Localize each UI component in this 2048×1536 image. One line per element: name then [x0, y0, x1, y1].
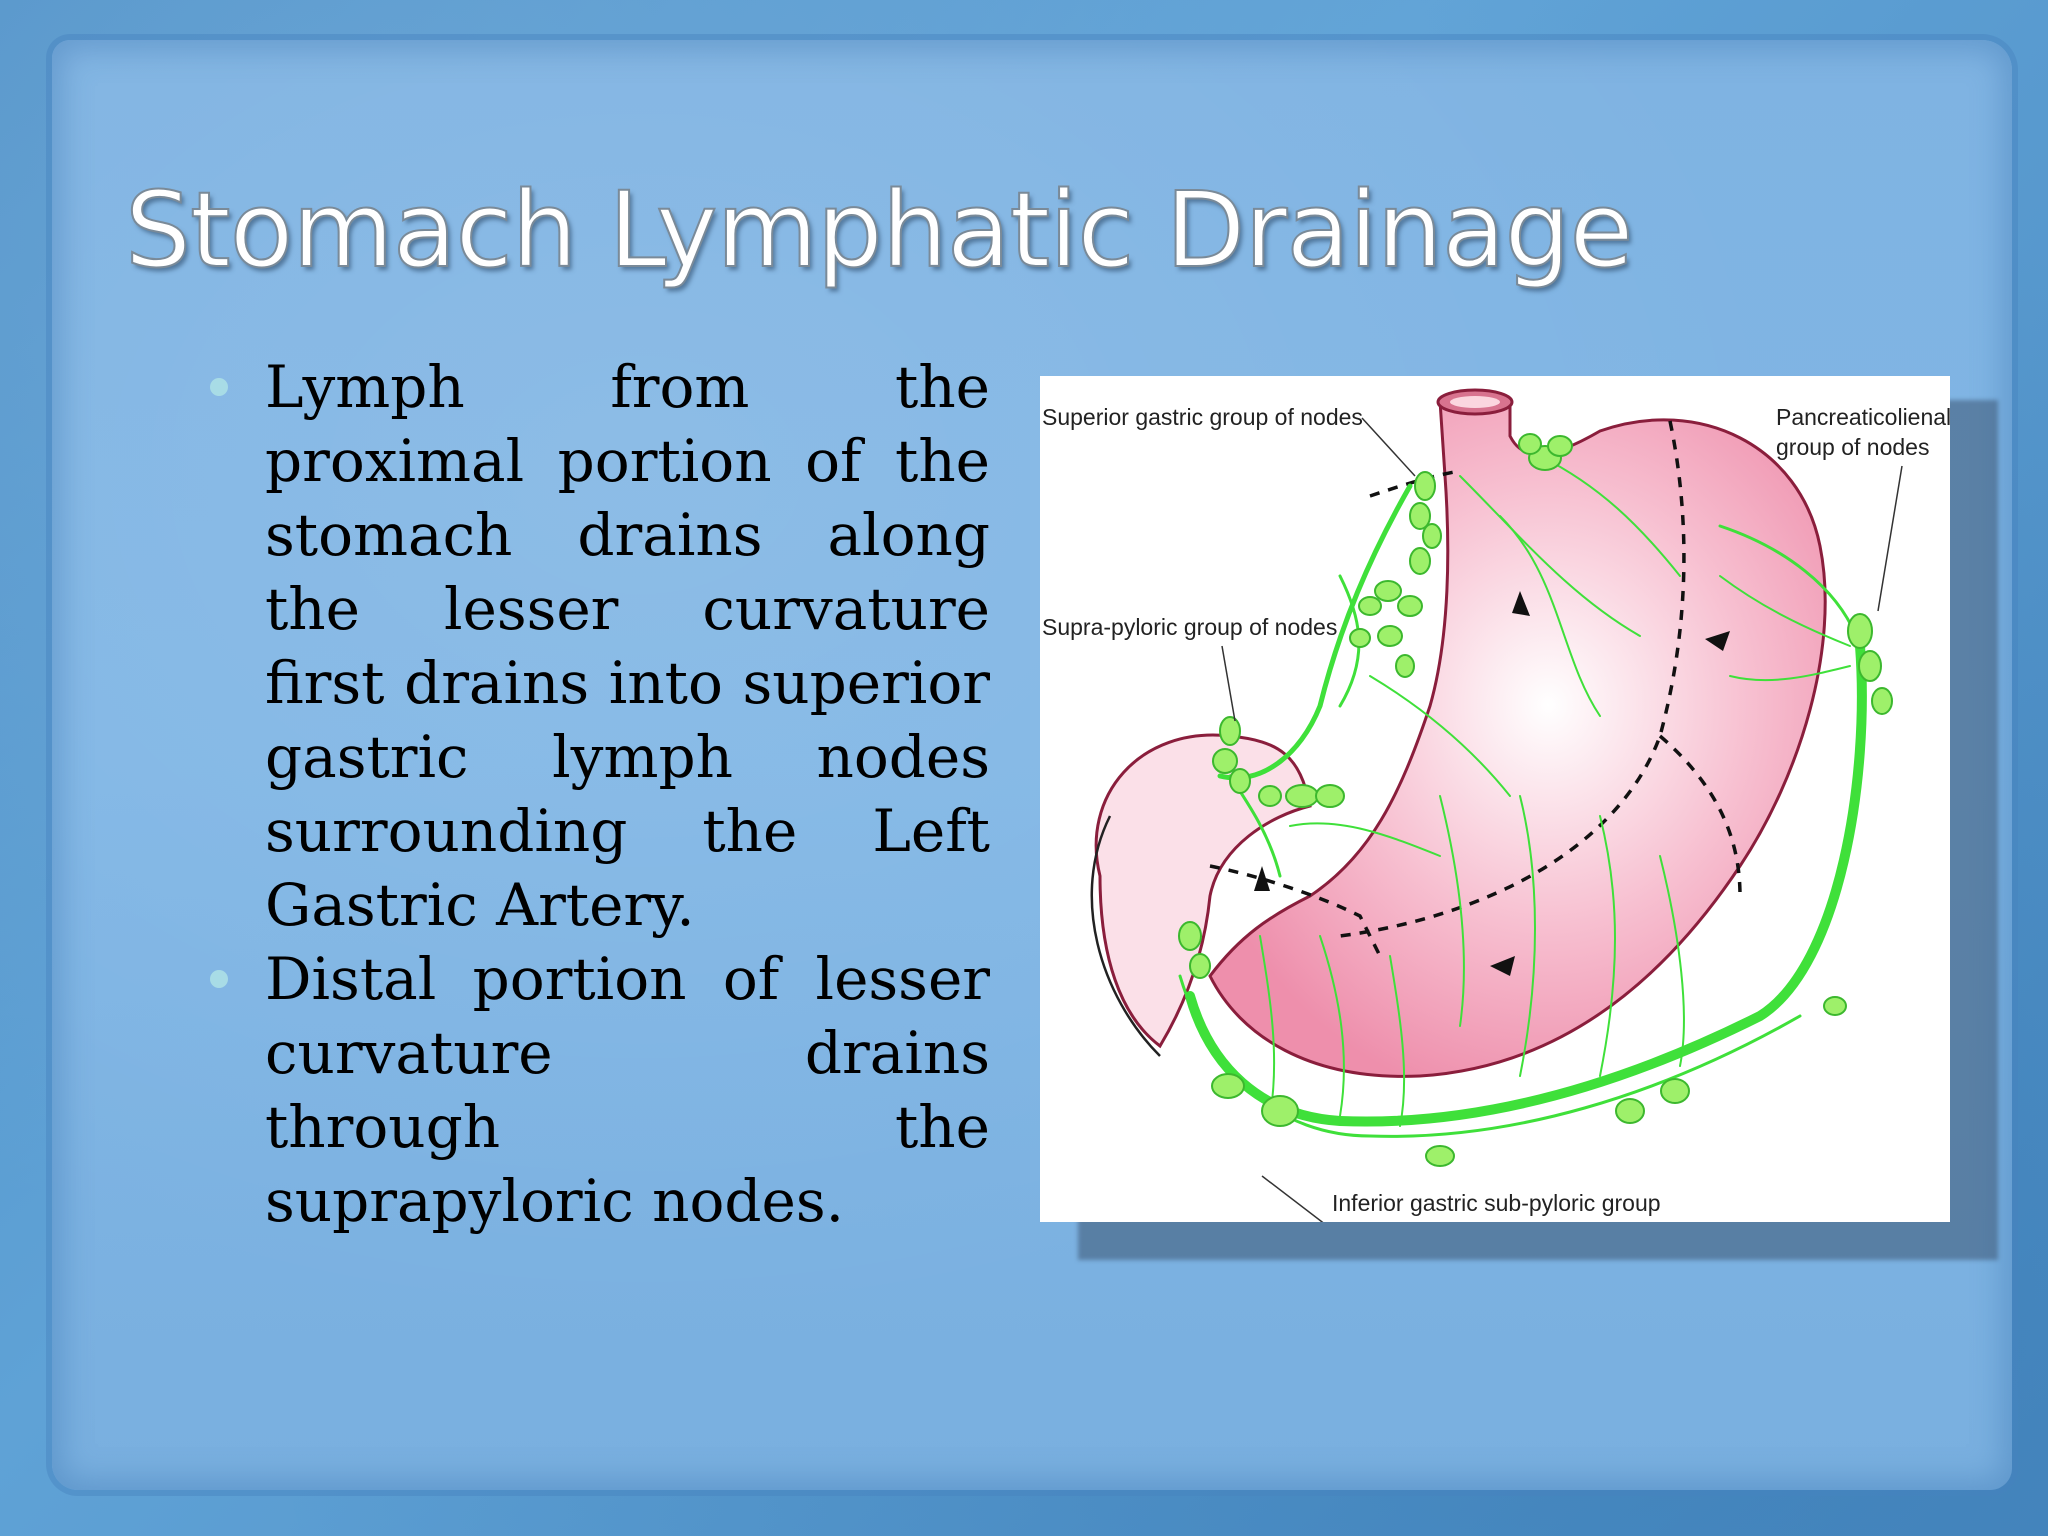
bullet-list: Lymph from the proximal portion of the s…: [205, 350, 990, 1238]
stomach-lymphatic-figure: Superior gastric group of nodes Pancreat…: [1040, 376, 1952, 1222]
bullet-dot-icon: [210, 378, 228, 396]
stomach-diagram-svg: [1090, 388, 1903, 1222]
lymph-vessels: [1178, 455, 1867, 1138]
label-superior-gastric: Superior gastric group of nodes: [1042, 404, 1363, 430]
slide-title: Stomach Lymphatic Drainage: [124, 168, 1635, 292]
label-inferior-gastric: Inferior gastric sub-pyloric group: [1332, 1190, 1661, 1216]
flow-arrows: [1254, 591, 1730, 976]
lymph-nodes: [1178, 433, 1893, 1167]
bullet-dot-icon: [210, 970, 228, 988]
leader-lines: [1221, 417, 1903, 1222]
bullet-text-2: Distal portion of lesser curvature drain…: [265, 945, 990, 1235]
label-pancreaticolienal-2: group of nodes: [1776, 434, 1930, 460]
duodenum-shape: [1094, 733, 1312, 1049]
bullet-text-1: Lymph from the proximal portion of the s…: [265, 353, 990, 939]
bullet-item-2: Distal portion of lesser curvature drain…: [210, 942, 990, 1238]
label-pancreaticolienal-1: Pancreaticolienal: [1776, 404, 1952, 430]
label-suprapyloric: Supra-pyloric group of nodes: [1042, 614, 1338, 640]
bullet-item-1: Lymph from the proximal portion of the s…: [210, 350, 990, 942]
